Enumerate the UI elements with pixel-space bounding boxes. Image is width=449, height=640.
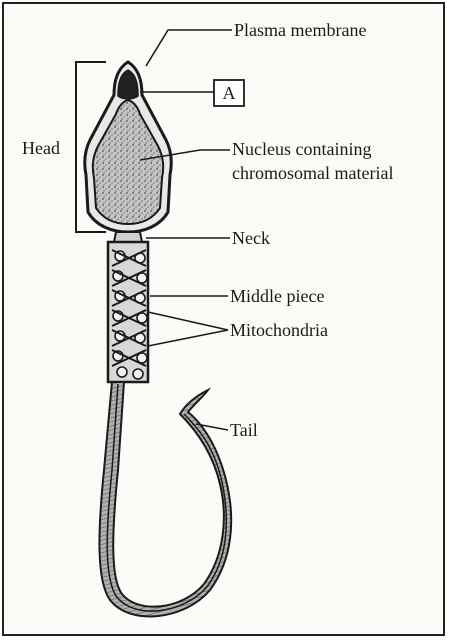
plasma-membrane-label: Plasma membrane — [234, 20, 366, 40]
nucleus-label-line2: chromosomal material — [232, 163, 393, 183]
head-label: Head — [22, 138, 60, 158]
neck — [114, 232, 142, 242]
middle-piece-label: Middle piece — [230, 286, 324, 306]
a-label: A — [223, 83, 236, 103]
mitochondria-label: Mitochondria — [230, 320, 328, 340]
tail-label: Tail — [230, 420, 258, 440]
nucleus-label-line1: Nucleus containing — [232, 139, 371, 159]
neck-label: Neck — [232, 228, 270, 248]
mitochondria-leader — [148, 312, 228, 346]
plasma-membrane-leader — [146, 30, 232, 66]
